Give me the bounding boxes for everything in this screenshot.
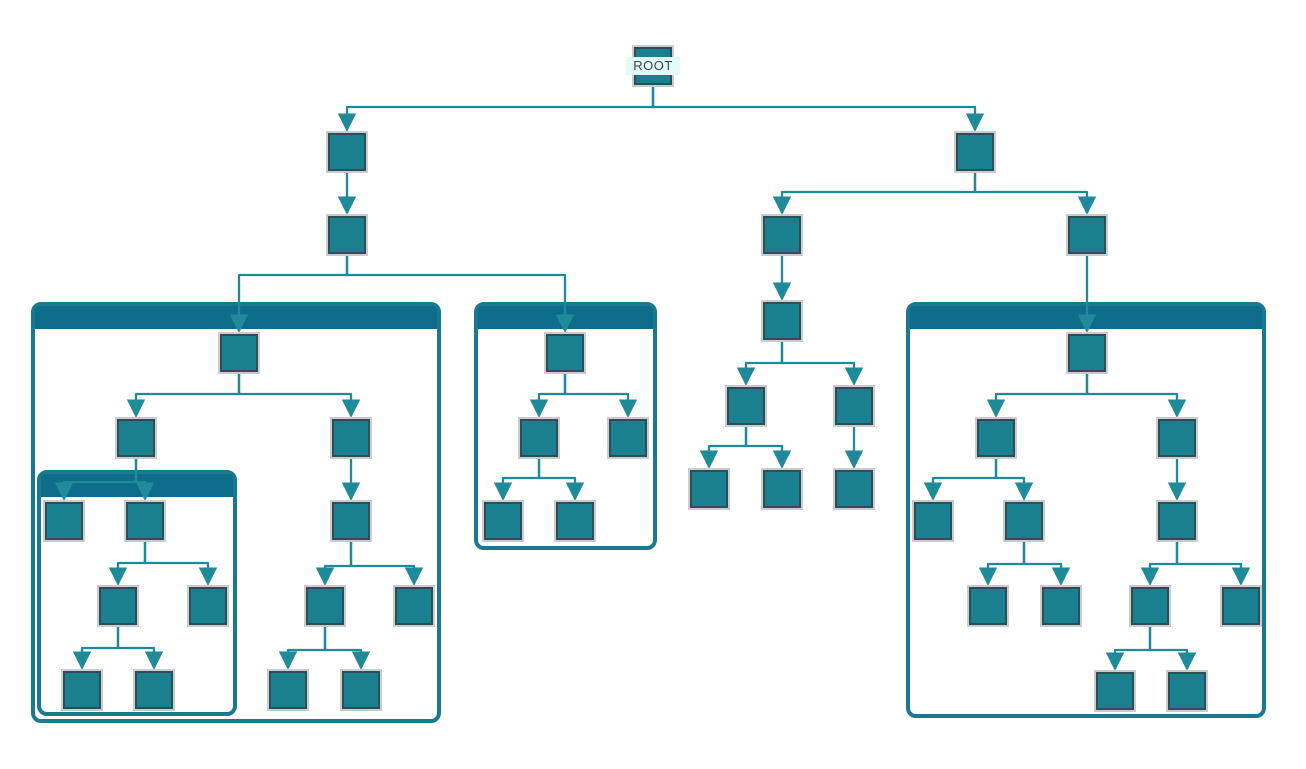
tree-node-LC4a[interactable] [306,587,344,625]
tree-node-MC1[interactable] [546,334,584,372]
tree-node-L1[interactable] [328,133,366,171]
tree-node-F2a[interactable] [727,387,765,425]
tree-node-N2a2[interactable] [135,671,173,709]
tree-node-LC4b[interactable] [395,587,433,625]
tree-node-F3a[interactable] [690,470,728,508]
tree-node-R2a[interactable] [763,216,801,254]
tree-node-RC3a[interactable] [914,502,952,540]
tree-node-RC4d[interactable] [1222,587,1260,625]
tree-node-R1[interactable] [956,133,994,171]
tree-node-RC2a[interactable] [977,419,1015,457]
tree-node-N2a1[interactable] [63,671,101,709]
tree-node-N2[interactable] [126,502,164,540]
tree-node-RC5a[interactable] [1096,672,1134,710]
tree-node-MC2a[interactable] [520,419,558,457]
tree-node-RC4a[interactable] [969,587,1007,625]
tree-node-MC2b[interactable] [609,419,647,457]
tree-node-LC1[interactable] [220,334,258,372]
tree-node-LC2a[interactable] [117,419,155,457]
tree-node-RC3c[interactable] [1158,502,1196,540]
tree-node-F2b[interactable] [835,387,873,425]
tree-node-LC3b[interactable] [332,502,370,540]
tree-node-N2b[interactable] [189,587,227,625]
root-node-label: ROOT [626,57,680,75]
tree-node-F3c[interactable] [835,470,873,508]
tree-node-F3b[interactable] [763,470,801,508]
tree-node-RC5b[interactable] [1168,672,1206,710]
group-right[interactable] [906,302,1266,718]
tree-node-R2b[interactable] [1068,216,1106,254]
tree-node-L2[interactable] [328,216,366,254]
tree-node-LC2b[interactable] [332,419,370,457]
tree-node-MC3a[interactable] [484,502,522,540]
tree-node-N1[interactable] [45,502,83,540]
tree-node-MC3b[interactable] [556,502,594,540]
tree-node-RC4b[interactable] [1042,587,1080,625]
tree-node-RC1[interactable] [1068,334,1106,372]
tree-node-RC4c[interactable] [1131,587,1169,625]
tree-node-LC5a[interactable] [269,671,307,709]
tree-node-LC5b[interactable] [342,671,380,709]
tree-node-F1[interactable] [763,302,801,340]
tree-node-RC3b[interactable] [1005,502,1043,540]
tree-node-RC2b[interactable] [1158,419,1196,457]
tree-node-N2a[interactable] [99,587,137,625]
